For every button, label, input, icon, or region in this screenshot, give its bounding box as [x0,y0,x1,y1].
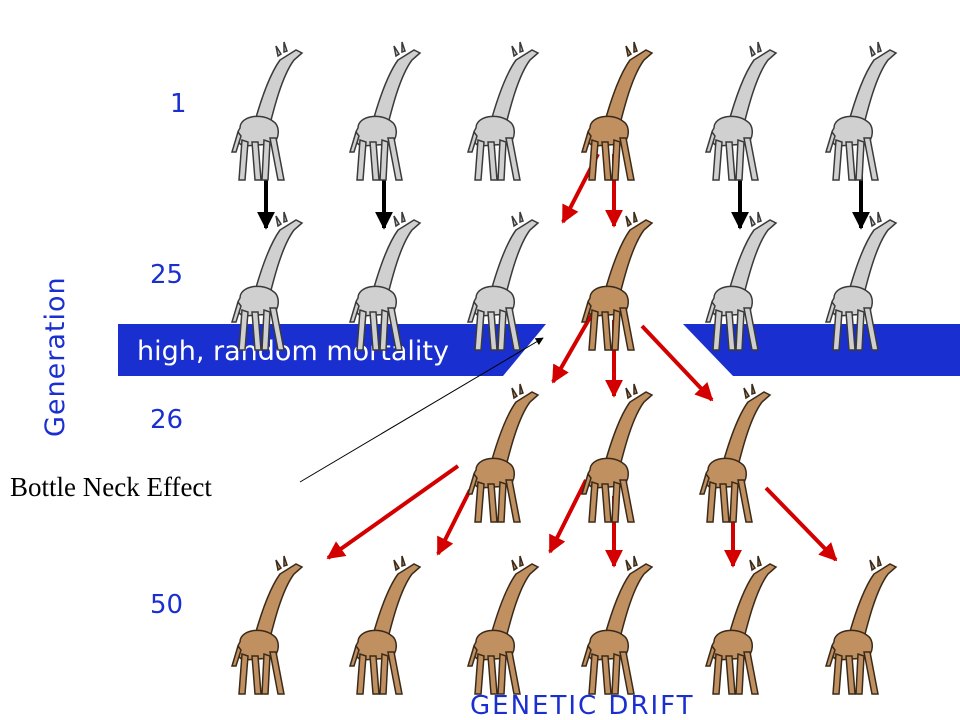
giraffe-icon [825,555,897,695]
giraffe-icon [349,555,421,695]
red-arrow [764,486,838,562]
red-arrow [640,324,714,402]
giraffe-icon [581,211,653,351]
giraffe-icon [581,555,653,695]
red-arrow [551,313,594,384]
generation-50-label: 50 [150,590,183,620]
red-arrow [326,464,460,560]
giraffe-icon [705,555,777,695]
generation-axis-label: Generation [40,276,71,437]
bottleneck-callout: Bottle Neck Effect [10,472,212,502]
giraffe-icon [349,41,421,181]
generation-1-label: 1 [170,89,187,119]
giraffe-icon [231,555,303,695]
generation-25-label: 25 [150,260,183,290]
mortality-band-label: high, random mortality [137,336,449,367]
giraffe-icon [581,41,653,181]
mortality-band-right [683,324,960,376]
red-arrow [436,489,472,556]
red-arrow [548,479,588,554]
giraffe-icon [581,383,653,523]
giraffe-icon [467,41,539,181]
giraffe-icon [467,383,539,523]
giraffe-icon [825,41,897,181]
giraffe-icon [231,41,303,181]
mortality-band-left [118,324,546,376]
giraffe-icon [705,41,777,181]
giraffe-icon [699,383,771,523]
diagram-title: GENETIC DRIFT [470,691,695,720]
giraffe-icon [467,555,539,695]
generation-26-label: 26 [150,405,183,435]
callout-pointer [299,337,544,483]
